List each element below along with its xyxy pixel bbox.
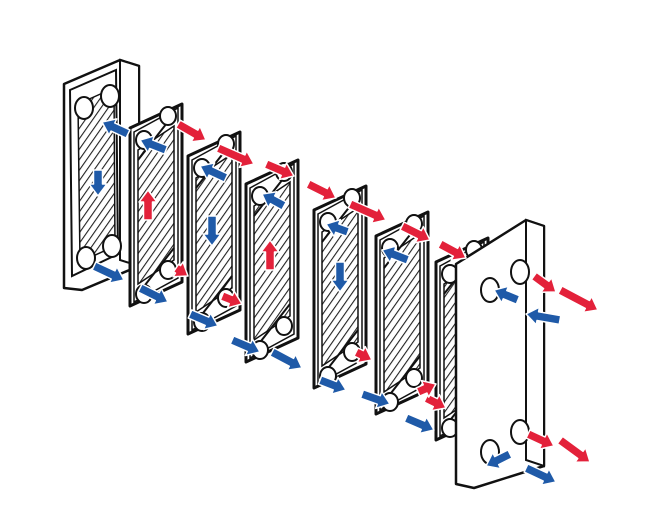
cold-flow-arrow [199, 162, 229, 183]
hot-flow-arrow [399, 221, 431, 244]
hot-flow-arrow [175, 119, 207, 143]
cold-flow-arrow [139, 135, 169, 155]
cold-flow-arrow [269, 347, 303, 372]
cold-flow-arrow [137, 283, 169, 306]
cold-flow-arrow [229, 335, 261, 357]
hot-flow-arrow [260, 239, 280, 271]
cold-flow-arrow [261, 191, 287, 211]
cold-flow-arrow [485, 449, 513, 470]
hot-flow-arrow [219, 290, 243, 309]
hot-flow-arrow [215, 143, 255, 169]
cold-flow-arrow [91, 261, 125, 284]
hot-flow-arrow [525, 429, 555, 450]
cold-flow-arrow [381, 245, 411, 265]
hot-flow-arrow [530, 271, 557, 293]
hot-flow-arrow [347, 199, 387, 225]
cold-flow-arrow [403, 413, 435, 435]
cold-flow-arrow [187, 309, 219, 331]
hot-flow-arrow [305, 179, 337, 202]
cold-flow-arrow [202, 215, 222, 247]
hot-flow-arrow [556, 435, 591, 463]
hot-flow-arrow [437, 239, 467, 261]
cold-flow-arrow [359, 389, 391, 410]
hot-flow-arrow [415, 379, 437, 398]
hot-flow-arrow [172, 261, 189, 278]
pressure-plate [454, 218, 546, 490]
hot-flow-arrow [557, 285, 599, 314]
cold-flow-arrow [325, 218, 351, 238]
cold-flow-arrow [493, 285, 521, 305]
cold-flow-arrow [88, 169, 108, 197]
hot-flow-arrow [138, 189, 158, 221]
cold-flow-arrow [525, 306, 562, 326]
cold-flow-arrow [101, 118, 131, 139]
cold-flow-arrow [330, 261, 350, 293]
cold-flow-arrow [317, 375, 347, 395]
hot-flow-arrow [263, 159, 295, 181]
hot-flow-arrow [353, 345, 373, 364]
cold-flow-arrow [523, 463, 557, 486]
